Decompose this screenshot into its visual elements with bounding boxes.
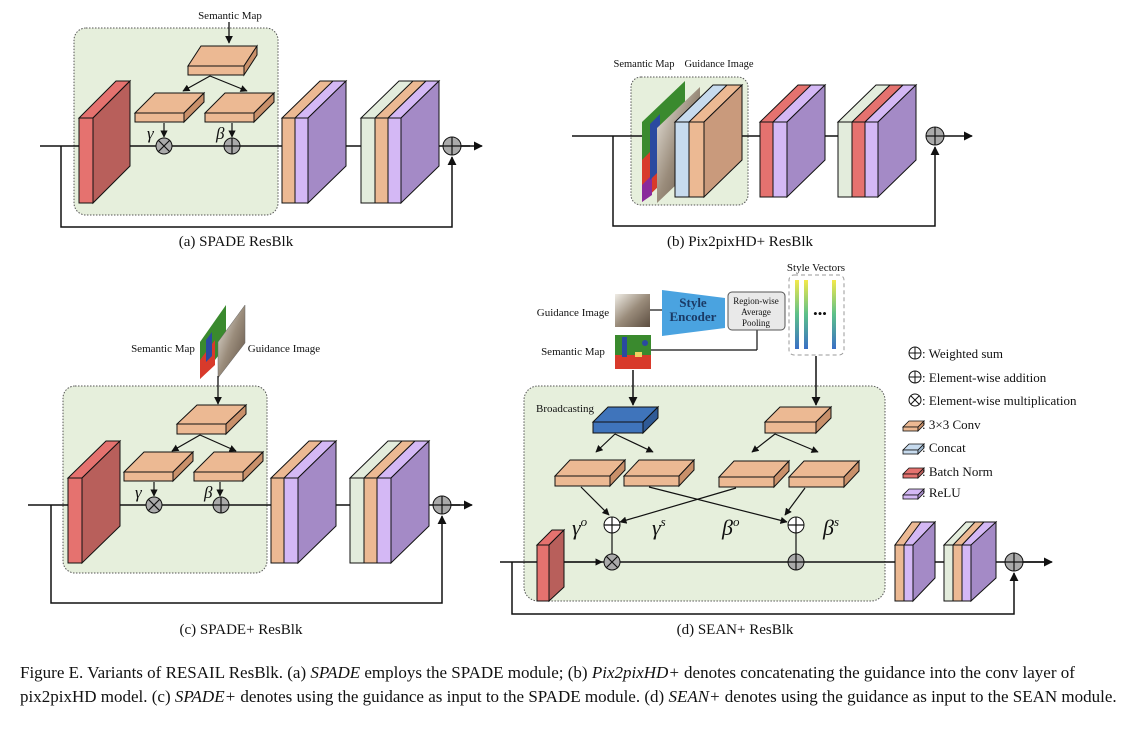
sean-plus-name: SEAN+ <box>668 687 721 706</box>
concat-block-icon <box>902 443 925 455</box>
beta-symbol: β <box>203 483 213 502</box>
sean-module-box <box>523 385 886 602</box>
figure-caption: Figure E. Variants of RESAIL ResBlk. (a)… <box>20 663 1117 706</box>
conv-relu-block <box>269 439 338 565</box>
svg-text:: Element-wise multiplication: : Element-wise multiplication <box>922 393 1077 408</box>
figure-diagram: Semantic Map γ β <box>28 10 1077 638</box>
semantic-map-label: Semantic Map <box>198 10 262 22</box>
legend-concat: : Concat <box>902 440 966 455</box>
beta-symbol: β <box>215 124 225 143</box>
svg-text:Pooling: Pooling <box>742 318 771 328</box>
svg-text:Average: Average <box>741 307 771 317</box>
batch-norm-block-icon <box>902 467 925 479</box>
conv-relu-block <box>894 520 936 603</box>
semantic-map-image <box>200 305 226 379</box>
conv-relu-block <box>280 79 348 205</box>
panel-c-spade-plus-resblk: Semantic Map Guidance Image <box>28 304 473 638</box>
conv-block-beta <box>203 91 276 124</box>
ellipsis: ••• <box>813 306 827 321</box>
panel-c-caption: (c) SPADE+ ResBlk <box>180 622 303 638</box>
concat-batchnorm-relu-block <box>836 83 918 199</box>
style-encoder: Style Encoder <box>662 290 725 336</box>
conv-block-gamma <box>122 450 195 483</box>
broadcast-block <box>591 405 660 435</box>
semantic-map-label: Semantic Map <box>614 59 675 70</box>
conv-block-beta-s <box>787 459 861 489</box>
conv-block-gamma-s <box>717 459 791 489</box>
conv-block-shared <box>175 403 248 436</box>
batch-norm-block <box>77 79 132 205</box>
gamma-symbol: γ <box>135 483 143 502</box>
gamma-symbol: γ <box>147 124 155 143</box>
concat-conv-relu-block <box>359 79 441 205</box>
spade-plus-name: SPADE+ <box>174 687 237 706</box>
conv-block-style <box>763 405 833 435</box>
semantic-map-label: Semantic Map <box>131 343 195 355</box>
svg-text:: ReLU: : ReLU <box>922 485 961 500</box>
pix2pixhd-name: Pix2pixHD+ <box>591 663 680 682</box>
panel-b-pix2pixhd-resblk: Semantic Map Guidance Image <box>572 59 973 250</box>
guidance-image <box>217 304 246 379</box>
semantic-map-thumbnail <box>615 335 651 369</box>
conv-block-shared <box>187 44 258 77</box>
style-encoder-label: Style <box>679 295 707 310</box>
concat-conv-block <box>673 83 744 199</box>
spade-name: SPADE <box>310 663 361 682</box>
panel-d-caption: (d) SEAN+ ResBlk <box>677 622 794 638</box>
legend-conv: : 3×3 Conv <box>902 417 981 432</box>
svg-text:: Concat: : Concat <box>922 440 966 455</box>
svg-text:: 3×3 Conv: : 3×3 Conv <box>922 417 981 432</box>
guidance-image-label: Guidance Image <box>537 307 609 319</box>
beta-s-symbol: βs <box>822 514 839 540</box>
panel-a-caption: (a) SPADE ResBlk <box>179 234 294 250</box>
region-wise-average-pooling: Region-wise Average Pooling <box>727 291 786 331</box>
svg-text:: Element-wise addition: : Element-wise addition <box>922 370 1047 385</box>
legend-element-wise-addition: : Element-wise addition <box>908 370 1047 385</box>
guidance-image-thumbnail <box>615 294 650 327</box>
guidance-image-label: Guidance Image <box>684 59 753 70</box>
conv-block-gamma-o <box>553 458 627 488</box>
conv-block-icon <box>902 420 925 432</box>
gamma-s-symbol: γs <box>652 514 666 540</box>
broadcasting-label: Broadcasting <box>536 403 595 415</box>
guidance-image-label: Guidance Image <box>248 343 320 355</box>
svg-text:: Batch Norm: : Batch Norm <box>922 464 993 479</box>
legend-element-wise-multiplication: : Element-wise multiplication <box>908 393 1077 408</box>
style-encoder-label-2: Encoder <box>670 309 717 324</box>
panel-d-sean-plus-resblk: Guidance Image Semantic Map Style Encode… <box>500 262 1053 638</box>
style-vectors-label: Style Vectors <box>787 262 845 274</box>
conv-block-beta-o <box>622 458 696 488</box>
panel-b-caption: (b) Pix2pixHD+ ResBlk <box>667 234 813 250</box>
semantic-map-label: Semantic Map <box>541 346 605 358</box>
legend-batch-norm: : Batch Norm <box>902 464 993 479</box>
legend: : Weighted sum : Element-wise addition :… <box>902 346 1077 500</box>
style-vectors: ••• <box>788 274 845 356</box>
conv-block-gamma <box>133 91 206 124</box>
conv-block-beta <box>192 450 265 483</box>
batchnorm-relu-block <box>758 83 827 199</box>
batch-norm-block <box>535 528 566 603</box>
relu-block-icon <box>902 488 925 500</box>
concat-conv-relu-block <box>348 439 431 565</box>
svg-text:: Weighted sum: : Weighted sum <box>922 346 1003 361</box>
batch-norm-block <box>66 439 122 565</box>
legend-relu: : ReLU <box>902 485 961 500</box>
panel-a-spade-resblk: Semantic Map γ β <box>40 10 483 250</box>
gamma-o-symbol: γo <box>572 514 588 540</box>
svg-text:Region-wise: Region-wise <box>733 296 779 306</box>
beta-o-symbol: βo <box>721 514 740 540</box>
concat-conv-relu-block <box>942 520 998 603</box>
legend-weighted-sum: : Weighted sum <box>908 346 1003 361</box>
